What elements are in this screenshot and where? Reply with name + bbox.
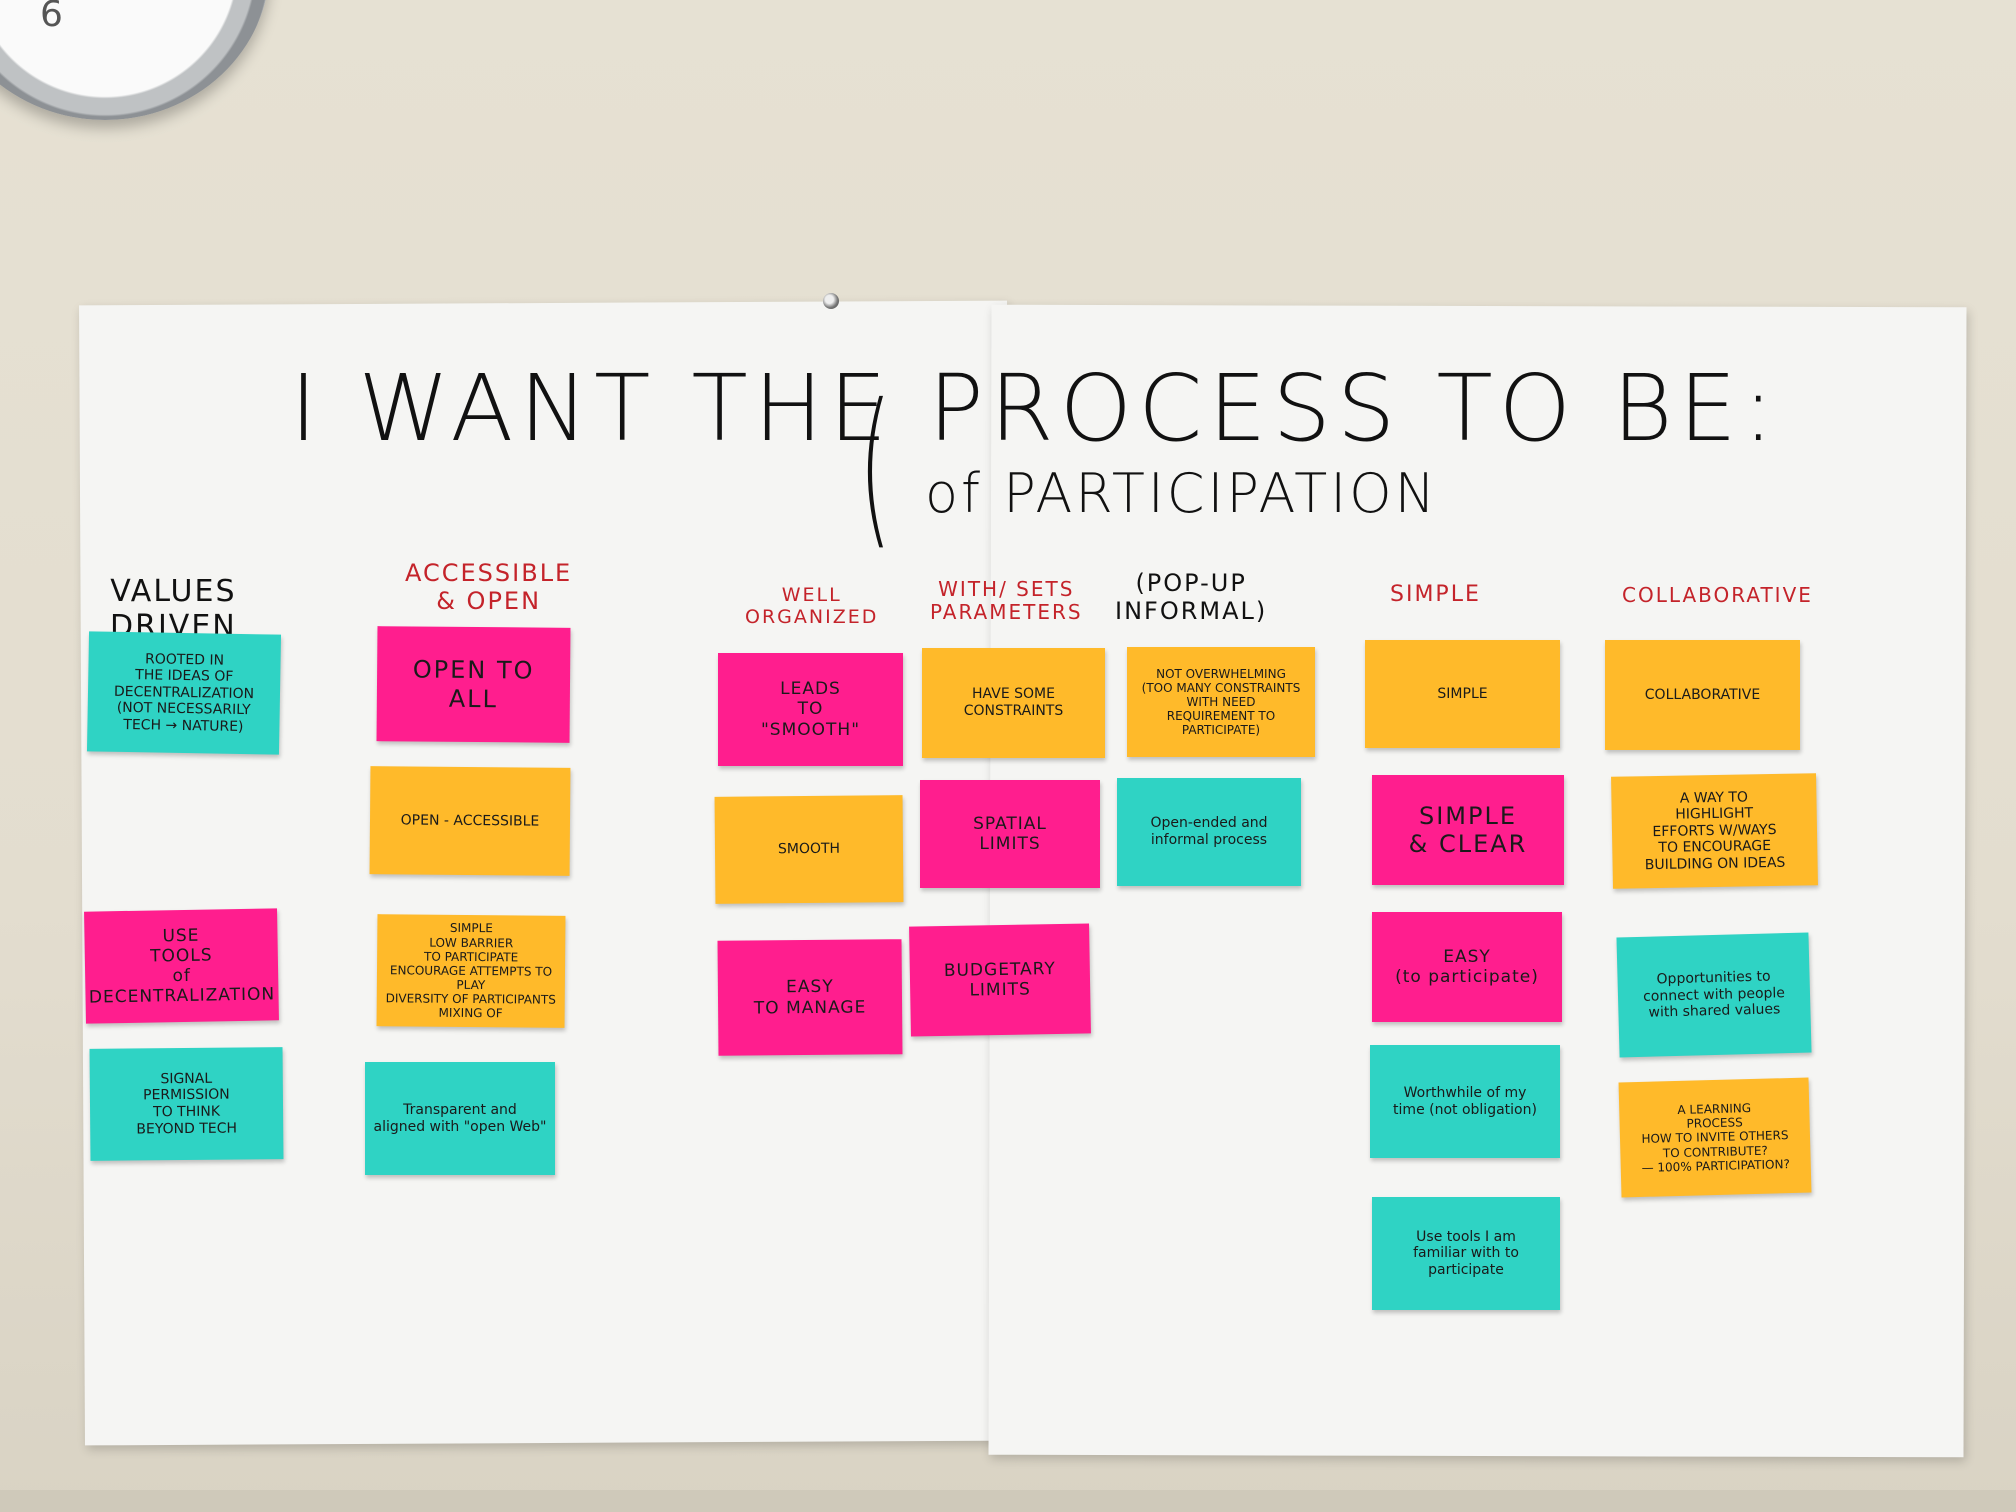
sticky-note: EASY TO MANAGE (717, 939, 903, 1056)
column-header: WELL ORGANIZED (745, 584, 879, 628)
sticky-note: Transparent and aligned with "open Web" (365, 1062, 555, 1175)
board-subtitle: of PARTICIPATION (925, 462, 1439, 525)
board-title: I WANT THE PROCESS TO BE: (290, 355, 1780, 462)
sticky-note: COLLABORATIVE (1605, 640, 1800, 750)
sticky-note: A WAY TO HIGHLIGHT EFFORTS W/WAYS TO ENC… (1611, 773, 1818, 889)
sticky-note: USE TOOLS of DECENTRALIZATION (84, 908, 279, 1024)
column-header: WITH/ SETS PARAMETERS (930, 577, 1083, 624)
column-header: ACCESSIBLE & OPEN (405, 559, 573, 615)
column-header: SIMPLE (1390, 582, 1481, 607)
open-paren-mark: ( (858, 368, 892, 566)
sticky-note: SPATIAL LIMITS (920, 780, 1100, 888)
column-header: (POP-UP INFORMAL) (1115, 569, 1268, 625)
push-pin-icon (823, 293, 839, 309)
sticky-note: Open-ended and informal process (1117, 778, 1301, 886)
sticky-note: SIGNAL PERMISSION TO THINK BEYOND TECH (89, 1047, 284, 1161)
sticky-note: Opportunities to connect with people wit… (1616, 932, 1812, 1058)
sticky-note: OPEN TO ALL (376, 626, 571, 743)
sticky-note: EASY (to participate) (1372, 912, 1562, 1022)
sticky-note: BUDGETARY LIMITS (909, 923, 1091, 1037)
sticky-note: NOT OVERWHELMING (TOO MANY CONSTRAINTS W… (1127, 647, 1315, 757)
clock-numeral: 6 (40, 0, 63, 35)
sticky-note: Use tools I am familiar with to particip… (1372, 1197, 1560, 1310)
column-header: COLLABORATIVE (1622, 583, 1813, 607)
sticky-note: Worthwhile of my time (not obligation) (1370, 1045, 1560, 1158)
sticky-note: LEADS TO "SMOOTH" (718, 653, 903, 766)
sticky-note: A LEARNING PROCESS HOW TO INVITE OTHERS … (1618, 1077, 1812, 1198)
sticky-note: SIMPLE LOW BARRIER TO PARTICIPATE ENCOUR… (376, 914, 566, 1028)
sticky-note: OPEN - ACCESSIBLE (369, 766, 571, 876)
sticky-note: ROOTED IN THE IDEAS OF DECENTRALIZATION … (86, 631, 282, 755)
sticky-note: SIMPLE & CLEAR (1372, 775, 1564, 885)
sticky-note: SIMPLE (1365, 640, 1560, 748)
sticky-note: HAVE SOME CONSTRAINTS (922, 648, 1105, 758)
wall-baseboard (0, 1490, 2016, 1512)
sticky-note: SMOOTH (714, 795, 904, 904)
